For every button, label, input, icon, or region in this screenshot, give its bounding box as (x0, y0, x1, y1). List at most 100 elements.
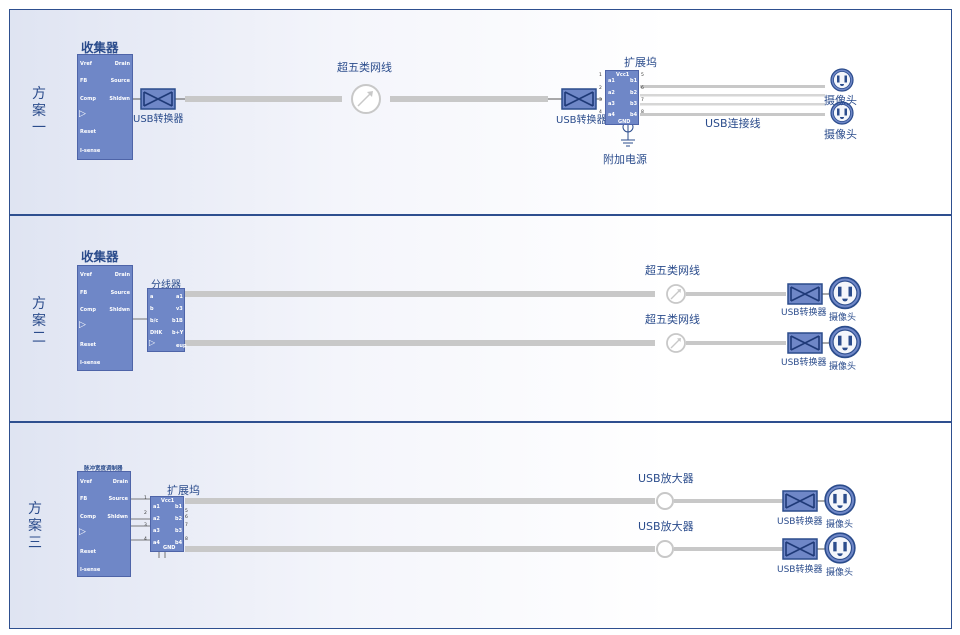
splitter-pin-a: a (150, 294, 154, 300)
scheme2-usb-converter-2-label: USB转换器 (781, 358, 827, 368)
scheme2-label: 方案二 (32, 296, 46, 346)
scheme2-splitter-chip: a b b/c DHK a1 v3 b1B b+Y eup ▷ (147, 288, 187, 352)
dock-pin-a1: a1 (608, 78, 615, 84)
scheme3-usb-converter-2-label: USB转换器 (777, 565, 823, 575)
dock-vcc: Vcc1 (616, 72, 630, 78)
pin-vref: Vref (80, 479, 92, 485)
scheme1-cable-coupler-icon (351, 84, 381, 114)
pin-shldwn: Shldwn (107, 514, 128, 520)
scheme1-dock-title: 扩展坞 (624, 56, 657, 69)
dock-num-3: 3 (144, 523, 147, 528)
pin-source: Source (108, 496, 128, 502)
scheme1-usb-converter-1-label: USB转换器 (133, 114, 184, 125)
scheme1-dock-chip: Vcc1 a1 a2 a3 a4 b1 b2 b3 b4 GND (605, 70, 639, 125)
dock-num-1: 1 (144, 496, 147, 501)
pin-fb: FB (80, 290, 88, 296)
dock-pin-a4: a4 (608, 112, 615, 118)
splitter-pin-b1b: b1B (172, 318, 183, 324)
scheme1-usb-converter-1-icon (140, 88, 176, 110)
pin-comp: Comp (80, 307, 96, 313)
scheme3-dock-chip: Vcc1 a1 a2 a3 a4 b1 b2 b3 b4 GND (150, 496, 184, 552)
pin-vref: Vref (80, 272, 92, 278)
scheme1-camera-1-icon (830, 68, 854, 92)
scheme1-collector-title: 收集器 (81, 40, 119, 55)
scheme2-camera-2-label: 摄像头 (829, 362, 857, 372)
scheme3-usb-converter-1-label: USB转换器 (777, 517, 823, 527)
dock-num-3: 3 (599, 98, 602, 103)
scheme2-cable-coupler-2-icon (666, 333, 686, 353)
scheme3-usb-converter-1-icon (782, 490, 818, 512)
scheme1-usb-link-label: USB连接线 (705, 117, 761, 130)
splitter-pin-eup: eup (176, 343, 187, 349)
scheme3-amp-1-icon (656, 492, 674, 510)
scheme2-usb-converter-2-icon (787, 332, 823, 354)
scheme3-usb-converter-2-icon (782, 538, 818, 560)
splitter-pin-a1: a1 (176, 294, 183, 300)
scheme3-amp-2-icon (656, 540, 674, 558)
scheme3-camera-1-label: 摄像头 (826, 520, 854, 530)
dock-pin-a3: a3 (153, 528, 160, 534)
pin-comp: Comp (80, 96, 96, 102)
scheme3-wiring (131, 498, 825, 558)
dock-pin-a3: a3 (608, 101, 615, 107)
pin-fb: FB (80, 78, 88, 84)
scheme1-panel (9, 9, 952, 215)
dock-pin-a2: a2 (153, 516, 160, 522)
splitter-pin-b: b (150, 306, 154, 312)
scheme3-camera-1-icon (824, 484, 856, 516)
dock-num-1: 1 (599, 73, 602, 78)
pin-isense: I-sense (80, 360, 101, 366)
dock-pin-b1: b1 (175, 504, 183, 510)
scheme1-camera-1-label: 摄像头 (824, 94, 857, 107)
clock-triangle-icon: ▷ (79, 320, 86, 330)
scheme3-camera-2-icon (824, 532, 856, 564)
scheme1-wiring (133, 85, 825, 147)
dock-vcc: Vcc1 (161, 498, 175, 504)
dock-pin-a4: a4 (153, 540, 160, 546)
scheme3-collector-title: 脉冲宽度调制器 (84, 466, 123, 472)
dock-pin-b1: b1 (630, 78, 638, 84)
dock-pin-a2: a2 (608, 90, 615, 96)
pin-fb: FB (80, 496, 88, 502)
scheme1-cable-label: 超五类网线 (337, 61, 392, 74)
dock-num-6: 6 (641, 86, 644, 91)
scheme1-usb-converter-2-icon (561, 88, 597, 110)
dock-num-5: 5 (185, 509, 188, 514)
dock-num-7: 7 (641, 98, 644, 103)
pin-source: Source (110, 78, 130, 84)
clock-triangle-icon: ▷ (79, 109, 86, 119)
pin-drain: Drain (114, 61, 130, 67)
dock-pin-gnd: GND (163, 545, 176, 551)
pin-shldwn: Shldwn (109, 307, 130, 313)
scheme2-usb-converter-1-label: USB转换器 (781, 308, 827, 318)
dock-pin-b2: b2 (175, 516, 183, 522)
pin-drain: Drain (112, 479, 128, 485)
dock-num-2: 2 (599, 86, 602, 91)
dock-num-5: 5 (641, 73, 644, 78)
dock-num-2: 2 (144, 511, 147, 516)
scheme1-collector-chip: Vref FB Comp Reset I-sense Drain Source … (77, 54, 133, 160)
pin-comp: Comp (80, 514, 96, 520)
splitter-pin-v3: v3 (176, 306, 183, 312)
pin-shldwn: Shldwn (109, 96, 130, 102)
pin-isense: I-sense (80, 148, 101, 154)
scheme3-amp-1-label: USB放大器 (638, 472, 694, 485)
scheme3-collector-chip: Vref FB Comp Reset I-sense Drain Source … (77, 471, 131, 577)
pin-reset: Reset (80, 549, 96, 555)
scheme3-camera-2-label: 摄像头 (826, 568, 854, 578)
scheme2-splitter-title: 分线器 (151, 280, 181, 291)
scheme1-label: 方案一 (32, 86, 46, 136)
pin-drain: Drain (114, 272, 130, 278)
scheme3-label: 方案三 (28, 501, 42, 551)
dock-pin-a1: a1 (153, 504, 160, 510)
splitter-pin-bc: b/c (150, 318, 159, 324)
scheme2-cable-1-label: 超五类网线 (645, 264, 700, 277)
dock-pin-b2: b2 (630, 90, 638, 96)
scheme3-amp-2-label: USB放大器 (638, 520, 694, 533)
dock-num-4: 4 (599, 110, 602, 115)
scheme2-camera-1-label: 摄像头 (829, 313, 857, 323)
scheme2-camera-2-icon (828, 325, 862, 359)
splitter-pin-by: b+Y (172, 330, 184, 336)
scheme2-cable-coupler-1-icon (666, 284, 686, 304)
scheme3-dock-title: 扩展坞 (167, 484, 200, 497)
